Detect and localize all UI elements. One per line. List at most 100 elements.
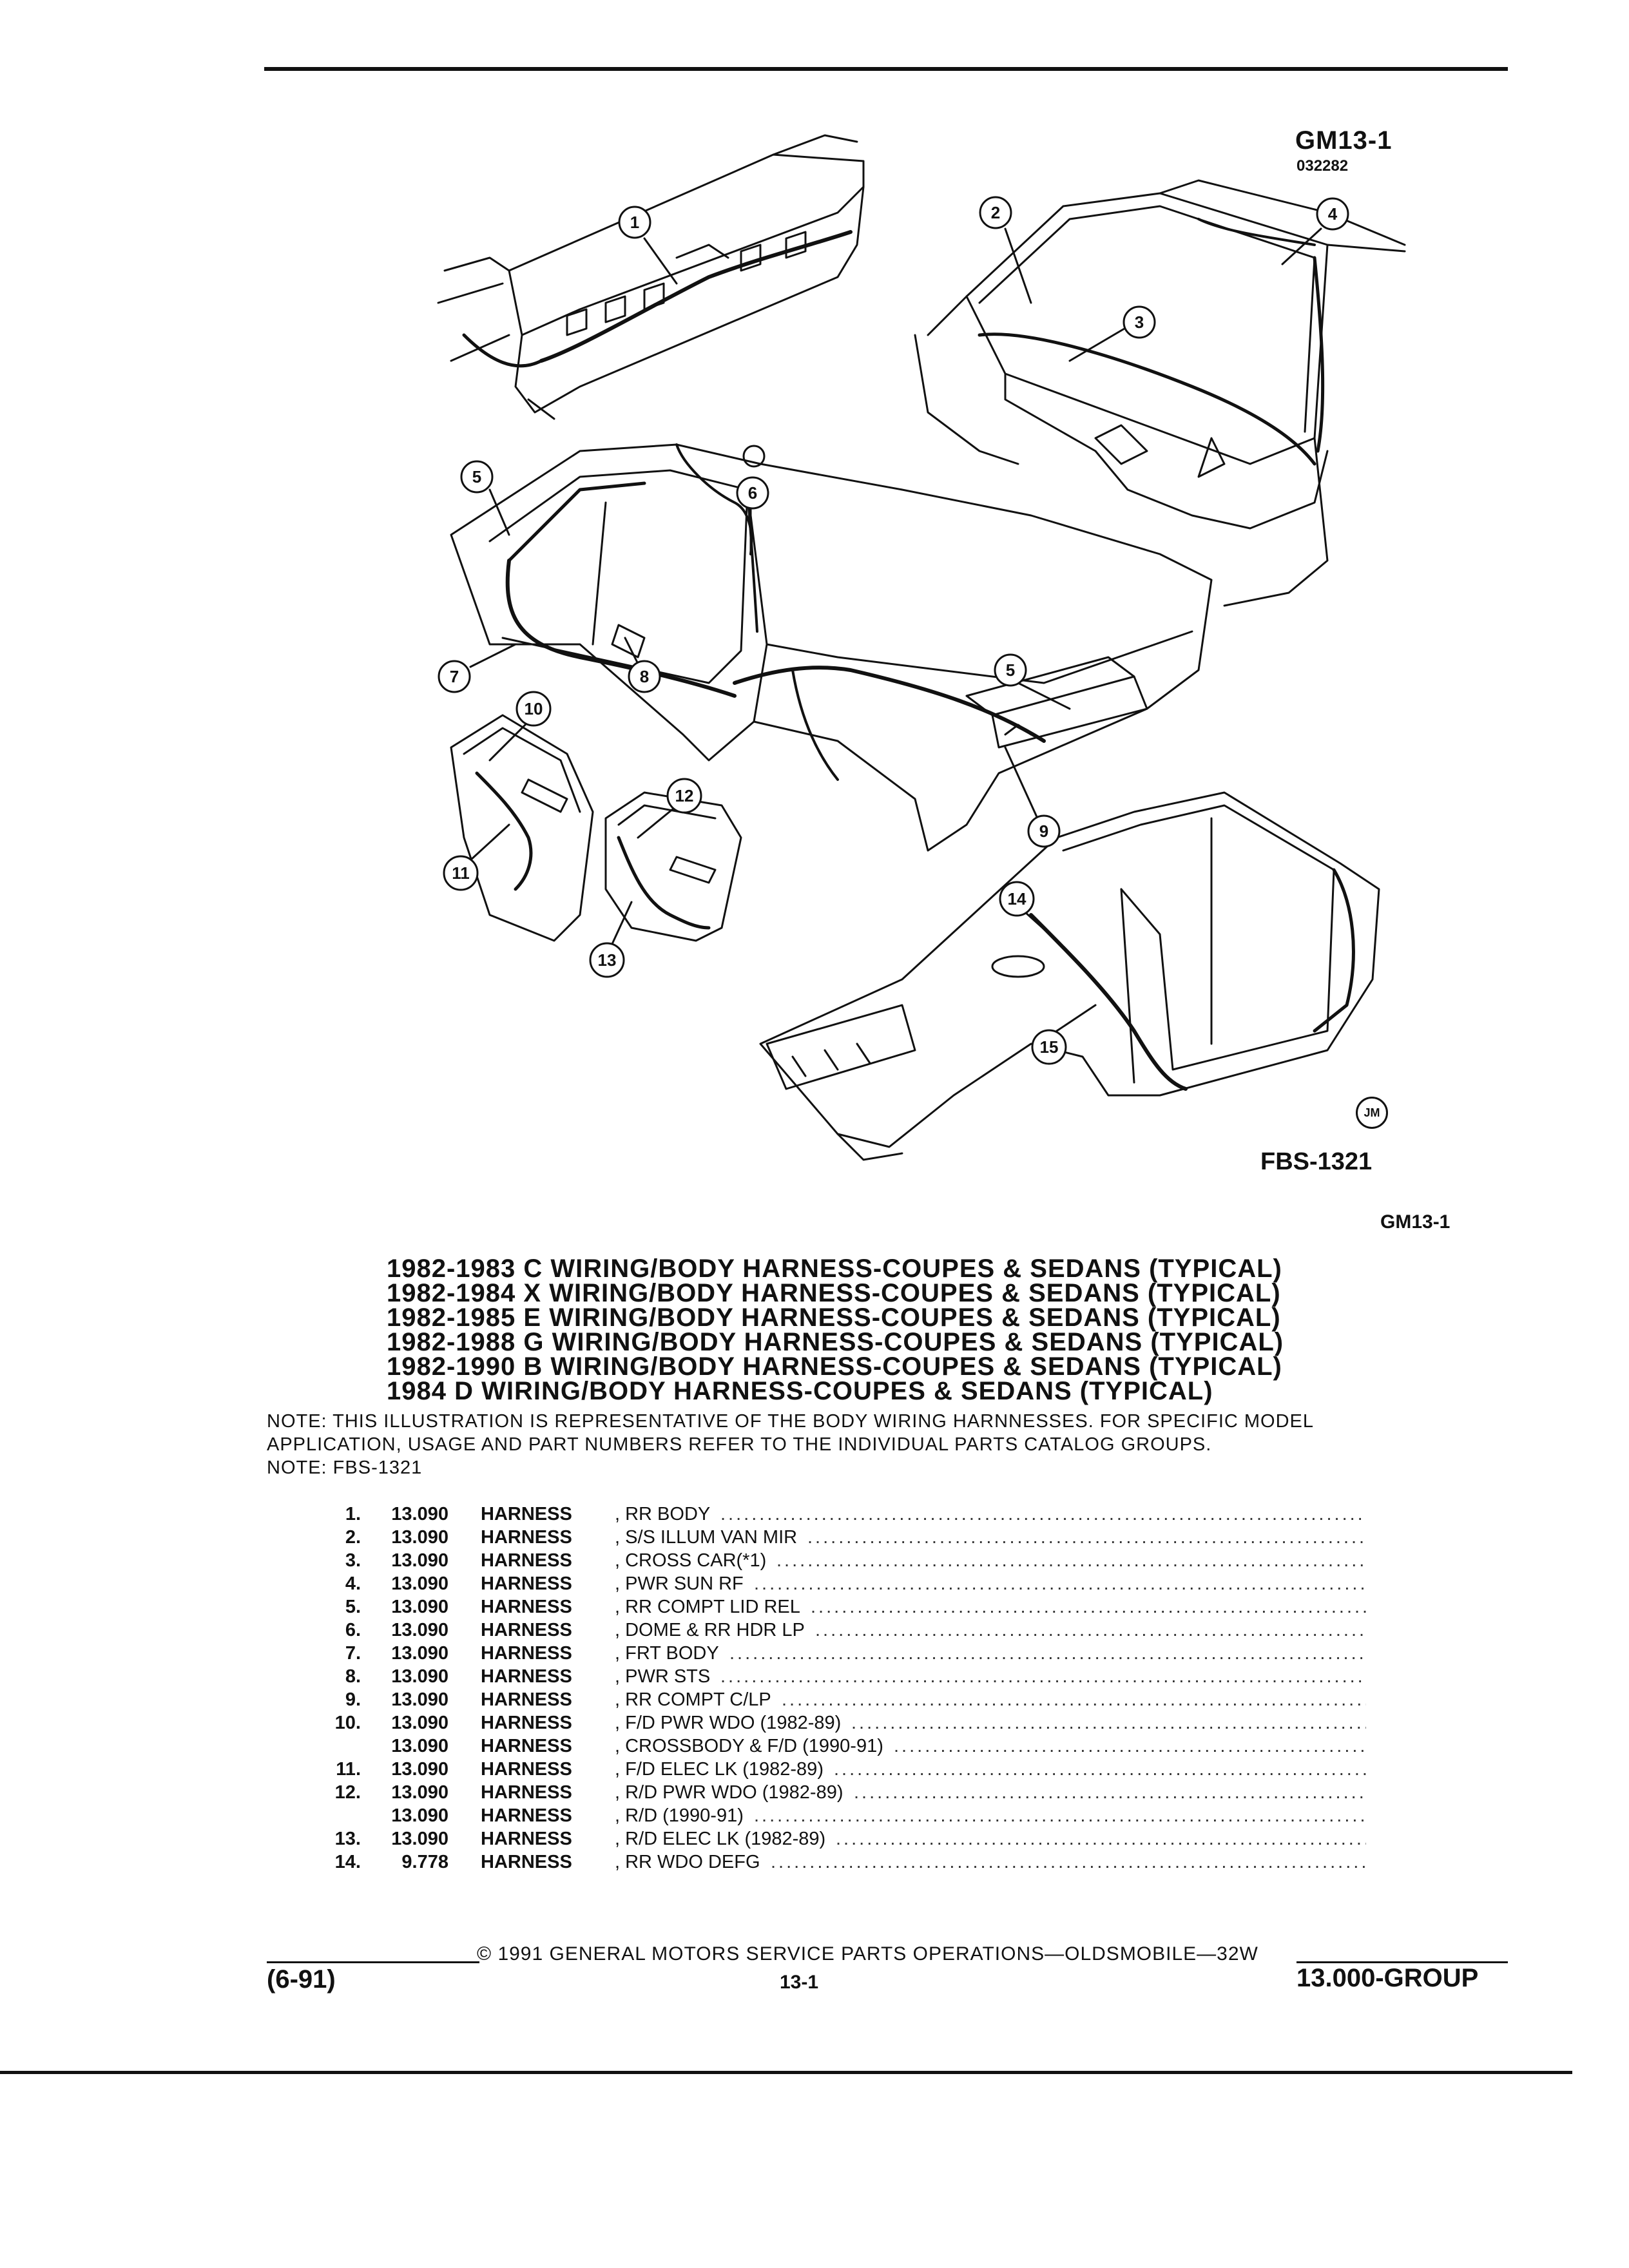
bottom-rule xyxy=(0,2071,1572,2074)
note-line: NOTE: THIS ILLUSTRATION IS REPRESENTATIV… xyxy=(267,1411,1315,1432)
part-number: 3. xyxy=(345,1550,361,1571)
part-description: , RR WDO DEFG xyxy=(615,1852,760,1872)
sedan-body-view xyxy=(759,791,1380,1161)
dot-leader: ........................................… xyxy=(854,1782,1366,1803)
top-rule xyxy=(264,67,1508,71)
illustration-sub-code: 032282 xyxy=(1296,157,1349,175)
parts-row: 5. 13.090 HARNESS , RR COMPT LID REL.......… xyxy=(322,1595,1366,1619)
title-line: 1982-1983 C WIRING/BODY HARNESS-COUPES &… xyxy=(387,1254,1282,1283)
revision-date: (6-91) xyxy=(267,1965,336,1994)
part-number: 2. xyxy=(345,1527,361,1548)
part-name: HARNESS xyxy=(481,1689,572,1710)
callout-7: 7 xyxy=(438,660,471,693)
callout-9: 9 xyxy=(1027,814,1061,848)
part-name: HARNESS xyxy=(481,1782,572,1803)
svg-text:2: 2 xyxy=(991,203,1000,222)
catalog-group: 13.090 xyxy=(391,1736,448,1756)
callout-5b: 5 xyxy=(994,653,1027,687)
callout-4: 4 xyxy=(1316,197,1349,231)
svg-text:11: 11 xyxy=(452,863,470,883)
note-line: APPLICATION, USAGE AND PART NUMBERS REFE… xyxy=(267,1434,1212,1455)
callout-10: 10 xyxy=(516,691,552,727)
svg-text:12: 12 xyxy=(675,786,694,805)
part-name: HARNESS xyxy=(481,1759,572,1780)
dot-leader: ........................................… xyxy=(815,1620,1366,1640)
callout-12: 12 xyxy=(666,778,702,814)
catalog-group: 13.090 xyxy=(391,1597,448,1617)
note-line: NOTE: FBS-1321 xyxy=(267,1457,423,1478)
part-description: , PWR SUN RF xyxy=(615,1573,744,1594)
catalog-group: 13.090 xyxy=(391,1782,448,1803)
title-line: 1982-1988 G WIRING/BODY HARNESS-COUPES &… xyxy=(387,1328,1284,1356)
part-name: HARNESS xyxy=(481,1620,572,1640)
dot-leader: ........................................… xyxy=(851,1713,1366,1733)
page-number: 13-1 xyxy=(780,1972,819,1993)
artist-mark: JM xyxy=(1356,1097,1388,1129)
catalog-group: 9.778 xyxy=(401,1852,448,1872)
part-description: , FRT BODY xyxy=(615,1643,719,1664)
dot-leader: ........................................… xyxy=(754,1805,1366,1826)
title-line: 1984 D WIRING/BODY HARNESS-COUPES & SEDA… xyxy=(387,1377,1213,1405)
dot-leader: ........................................… xyxy=(807,1527,1366,1548)
svg-text:13: 13 xyxy=(598,950,617,970)
group-id: 13.000-GROUP xyxy=(1296,1964,1479,1992)
dot-leader: ........................................… xyxy=(720,1504,1366,1524)
part-description: , PWR STS xyxy=(615,1666,711,1687)
dot-leader: ........................................… xyxy=(782,1689,1366,1710)
catalog-group: 13.090 xyxy=(391,1527,448,1548)
part-number: 7. xyxy=(345,1643,361,1664)
callout-15: 15 xyxy=(1031,1029,1067,1065)
part-number: 5. xyxy=(345,1597,361,1617)
svg-text:4: 4 xyxy=(1328,204,1338,224)
part-name: HARNESS xyxy=(481,1829,572,1849)
catalog-group: 13.090 xyxy=(391,1805,448,1826)
part-number: 12. xyxy=(334,1782,361,1803)
illustration-code: GM13-1 xyxy=(1295,126,1393,155)
catalog-group: 13.090 xyxy=(391,1829,448,1849)
part-name: HARNESS xyxy=(481,1666,572,1687)
part-name: HARNESS xyxy=(481,1597,572,1617)
title-block: 1982-1983 C WIRING/BODY HARNESS-COUPES &… xyxy=(387,1254,1443,1405)
part-number: 14. xyxy=(334,1852,361,1872)
callout-8: 8 xyxy=(628,660,661,693)
catalog-group: 13.090 xyxy=(391,1689,448,1710)
part-description: , F/D PWR WDO (1982-89) xyxy=(615,1713,842,1733)
part-description: , RR BODY xyxy=(615,1504,711,1524)
part-name: HARNESS xyxy=(481,1527,572,1548)
rear-window-view xyxy=(914,179,1406,607)
part-number: 1. xyxy=(345,1504,361,1524)
part-description: , R/D ELEC LK (1982-89) xyxy=(615,1829,826,1849)
part-name: HARNESS xyxy=(481,1852,572,1872)
part-name: HARNESS xyxy=(481,1550,572,1571)
part-description: , F/D ELEC LK (1982-89) xyxy=(615,1759,824,1780)
title-line: 1982-1985 E WIRING/BODY HARNESS-COUPES &… xyxy=(387,1303,1281,1332)
part-name: HARNESS xyxy=(481,1573,572,1594)
callout-6: 6 xyxy=(736,476,769,510)
dot-leader: ........................................… xyxy=(771,1852,1366,1872)
rear-panel-view xyxy=(437,134,865,420)
catalog-group: 13.090 xyxy=(391,1504,448,1524)
part-number: 13. xyxy=(334,1829,361,1849)
callout-3: 3 xyxy=(1123,305,1156,339)
front-door-view xyxy=(450,714,594,942)
part-description: , R/D PWR WDO (1982-89) xyxy=(615,1782,843,1803)
callout-13: 13 xyxy=(589,942,625,978)
dot-leader: ........................................… xyxy=(811,1597,1366,1617)
part-description: , R/D (1990-91) xyxy=(615,1805,744,1826)
catalog-group: 13.090 xyxy=(391,1550,448,1571)
catalog-group: 13.090 xyxy=(391,1573,448,1594)
footer-rule-right xyxy=(1296,1961,1508,1963)
svg-text:10: 10 xyxy=(525,699,543,718)
coupe-body-view xyxy=(450,443,1213,852)
part-number: 11. xyxy=(336,1759,361,1780)
part-description: , RR COMPT LID REL xyxy=(615,1597,800,1617)
part-number: 4. xyxy=(345,1573,361,1594)
title-line: 1982-1984 X WIRING/BODY HARNESS-COUPES &… xyxy=(387,1279,1281,1307)
